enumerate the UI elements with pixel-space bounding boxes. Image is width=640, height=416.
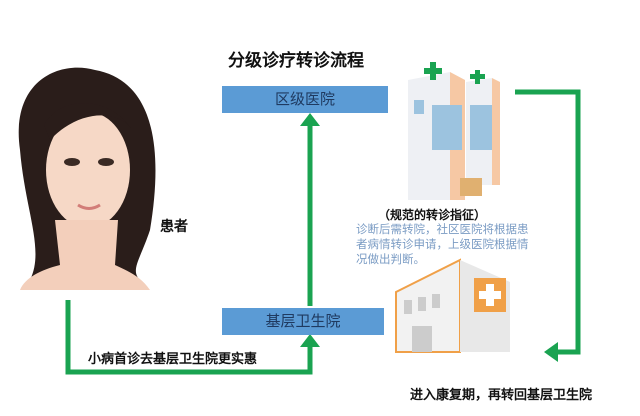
district-hospital-illustration [408, 62, 500, 200]
flow-arrows [65, 89, 581, 375]
referral-description: 诊断后需转院，社区医院将根据患者病情转诊申请，上级医院根据情况做出判断。 [356, 222, 529, 266]
arrow-district-back-to-clinic [515, 89, 581, 355]
primary-clinic-illustration [395, 258, 510, 353]
referral-heading: （规范的转诊指征） [378, 208, 487, 222]
right-caption: 进入康复期，再转回基层卫生院 [410, 388, 593, 403]
arrow-head-left [544, 342, 558, 362]
diagram-title: 分级诊疗转诊流程 [228, 51, 364, 71]
primary-clinic-box: 基层卫生院 [222, 308, 384, 335]
district-hospital-box: 区级医院 [222, 86, 388, 113]
left-caption: 小病首诊去基层卫生院更实惠 [88, 352, 258, 367]
arrow-head-up [300, 334, 320, 347]
patient-label: 患者 [160, 219, 188, 235]
patient-illustration [18, 67, 156, 290]
arrow-patient-to-clinic [65, 300, 313, 375]
arrow-head-up [300, 113, 320, 126]
